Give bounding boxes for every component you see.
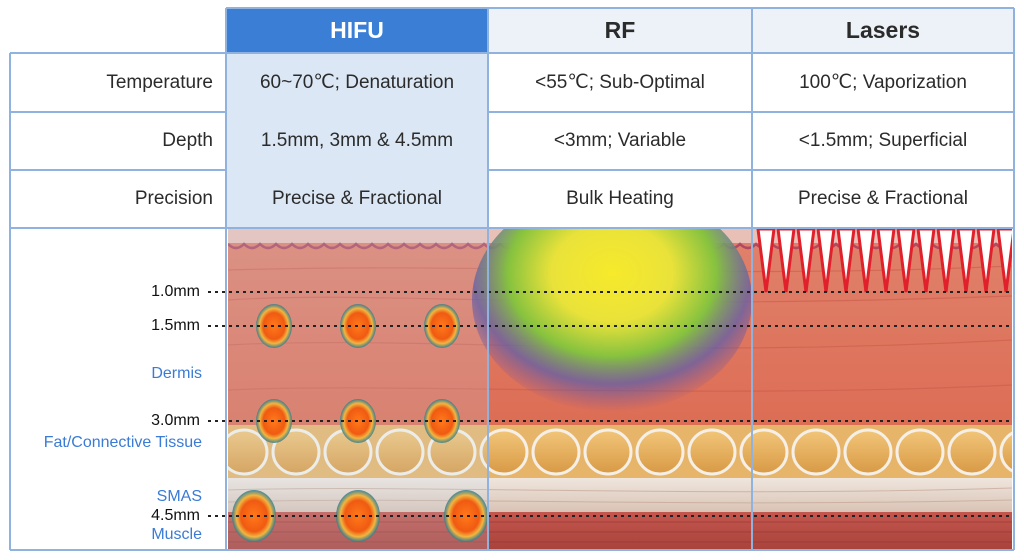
laser-ablation-column: [876, 229, 896, 293]
laser-ablation-column: [776, 229, 796, 293]
lasers-temperature: 100℃; Vaporization: [799, 72, 967, 93]
layer-label-smas: SMAS: [156, 488, 202, 505]
laser-ablation-column: [956, 229, 976, 293]
fat-lobule: [479, 428, 529, 476]
depth-marker-1-0mm: 1.0mm: [151, 283, 200, 300]
rf-precision: Bulk Heating: [566, 188, 674, 209]
rf-bulk-heating-zone: [472, 229, 752, 412]
laser-ablation-column: [836, 229, 856, 293]
fat-lobule: [375, 428, 425, 476]
laser-ablation-column: [856, 229, 876, 293]
depth-marker-4-5mm: 4.5mm: [151, 507, 200, 524]
fat-lobule: [531, 428, 581, 476]
laser-ablation-column: [756, 229, 776, 293]
hifu-temperature: 60~70℃; Denaturation: [259, 72, 455, 93]
column-header-lasers: Lasers: [753, 9, 1013, 52]
lasers-precision: Precise & Fractional: [797, 188, 968, 209]
laser-ablation-column: [976, 229, 996, 293]
laser-ablation-column: [996, 229, 1012, 293]
hifu-precision: Precise & Fractional: [271, 188, 442, 209]
column-header-rf: RF: [489, 9, 751, 52]
laser-ablation-column: [816, 229, 836, 293]
layer-label-dermis: Dermis: [151, 365, 202, 382]
fat-lobule: [583, 428, 633, 476]
fat-lobule: [635, 428, 685, 476]
hifu-depth: 1.5mm, 3mm & 4.5mm: [260, 130, 454, 151]
fat-lobule: [791, 428, 841, 476]
laser-ablation-column: [896, 229, 916, 293]
rf-depth: <3mm; Variable: [553, 130, 687, 151]
fat-lobule: [271, 428, 321, 476]
depth-marker-1-5mm: 1.5mm: [151, 317, 200, 334]
layer-label-fat-connective-tissue: Fat/Connective Tissue: [43, 434, 202, 451]
fat-lobule: [999, 431, 1012, 473]
rf-temperature: <55℃; Sub-Optimal: [535, 72, 705, 93]
laser-ablation-column: [916, 229, 936, 293]
laser-ablation-column: [796, 229, 816, 293]
column-header-hifu: HIFU: [227, 9, 487, 52]
fat-lobule: [228, 428, 269, 476]
row-label-depth: Depth: [162, 130, 213, 151]
layer-label-muscle: Muscle: [151, 526, 202, 543]
fat-lobule: [895, 428, 945, 476]
fat-lobule: [687, 428, 737, 476]
hifu-coagulation-point: [232, 490, 276, 542]
row-label-temperature: Temperature: [106, 71, 213, 93]
depth-lines: [208, 291, 1012, 517]
table-grid: [9, 7, 1015, 551]
fat-lobule: [843, 428, 893, 476]
laser-ablation-column: [936, 229, 956, 293]
hifu-coagulation-point: [444, 490, 488, 542]
row-label-precision: Precision: [134, 188, 213, 209]
fat-lobule: [947, 428, 997, 476]
hifu-column-highlight: [227, 54, 487, 227]
fat-lobule: [739, 428, 789, 476]
lasers-depth: <1.5mm; Superficial: [798, 130, 968, 151]
depth-marker-3-0mm: 3.0mm: [151, 412, 200, 429]
